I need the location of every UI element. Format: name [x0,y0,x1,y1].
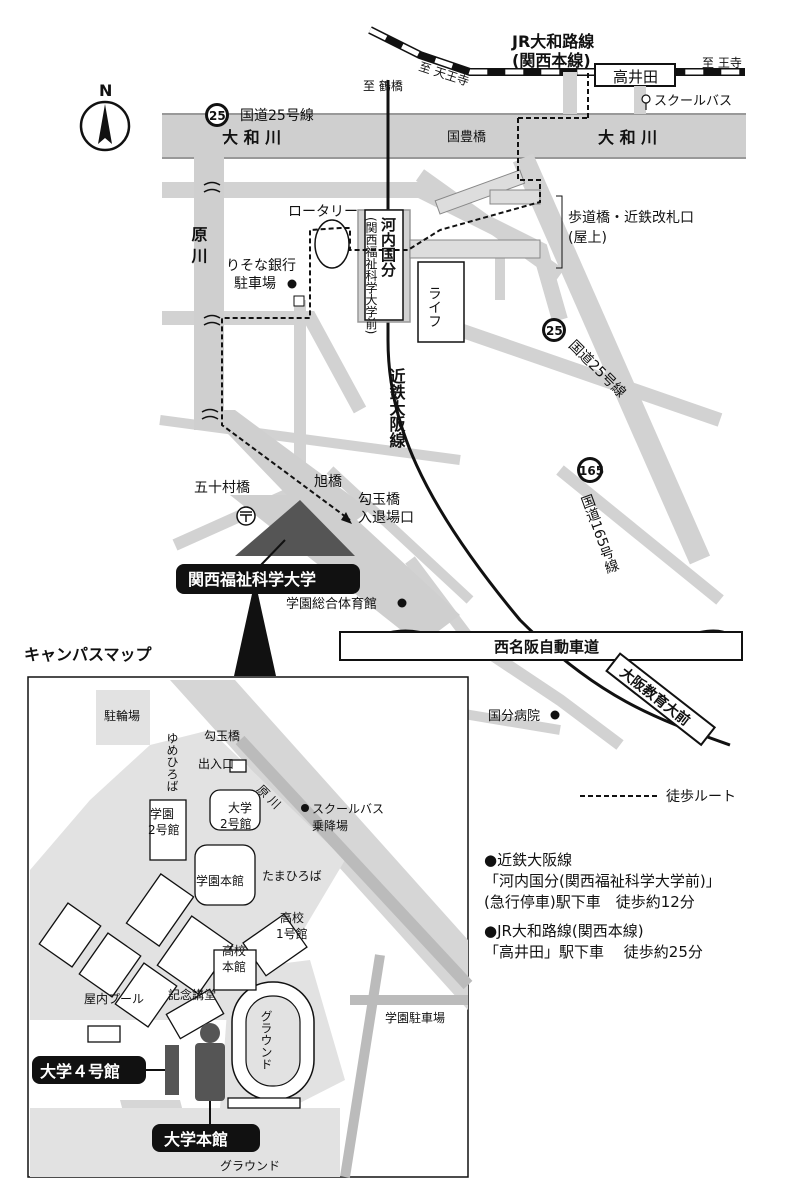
jr-line-sub-label: (関西本線) [512,51,591,70]
campus-tama-hiroba: たまひろば [262,869,322,883]
footbridge [409,169,563,269]
route165-badge: 165 [577,457,604,483]
campus-pointer-icon [234,594,276,676]
university-label: 関西福祉科学大学 [188,570,316,589]
resona-parking-box [293,295,305,307]
osaka-kyoiku-label: 大阪教育大前 [617,664,694,729]
walk-route-line [221,118,541,521]
daigaku-honkan-label: 大学本館 [164,1130,228,1149]
magatama-bridge-label: 勾玉橋 [358,492,400,508]
campus-gakuen2: 学園 [150,806,174,821]
store-life [417,261,465,343]
campus-bike-parking: 駐輪場 [104,708,140,723]
route25-badge: 25 [205,103,229,127]
daigaku4-label: 大学４号館 [40,1062,120,1081]
kintetsu-railway [386,80,731,747]
footbridge-label: 歩道橋・近鉄改札口 [568,210,694,226]
gym-label: 学園総合体育館 [286,596,377,612]
bridge-label-kokuho: 国豊橋 [447,130,486,145]
rotary [314,219,350,269]
direction-tsuruhashi: 至 鶴橋 [363,78,403,93]
route25-label: 国道25号線 [240,108,314,124]
campus-daigaku2-sub: 2号館 [220,816,252,831]
rotary-label: ロータリー [288,204,358,220]
campus-koko1-sub: 1号館 [276,926,308,941]
access-line-5: 「高井田」駅下車 徒歩約25分 [484,943,703,961]
route25-badge-b-number: 25 [546,324,563,338]
compass-label: N [99,81,112,100]
jr-line-label: JR大和路線 [511,32,594,51]
resona-label: りそな銀行 [226,258,296,274]
campus-gakuen2-sub: 2号館 [148,822,180,837]
jr-railway [368,26,745,114]
magatama-entrance-label: 入退場口 [358,510,414,526]
kintetsu-label: 近鉄大阪線 [387,367,406,449]
hospital-marker-icon [550,710,560,720]
route165-badge-number: 165 [579,464,604,478]
gym-marker-icon [397,598,407,608]
expressway [339,629,743,661]
station-kawachikokubu [357,209,411,323]
river-label-harakawa: 原 川 [189,226,209,265]
route25-badge-number: 25 [209,109,226,123]
campus-school-bus: スクールバス [312,802,384,816]
campus-school-bus-sub: 乗降場 [312,819,348,833]
asahi-bridge-label: 旭橋 [314,474,342,490]
campus-gakuen-parking: 学園駐車場 [385,1010,445,1025]
compass-rose: N [79,81,131,152]
access-line-4: ●JR大和路線(関西本線) [484,922,644,940]
direction-oji: 至 王寺 [702,56,742,70]
campus-school-bus-marker-icon [301,804,309,812]
school-bus-label: スクールバス [654,94,732,109]
hospital-label: 国分病院 [488,709,540,724]
access-info: ●近鉄大阪線 「河内国分(関西福祉科学大学前)」 (急行停車)駅下車 徒歩約12… [484,850,794,963]
access-line-3: (急行停車)駅下車 徒歩約12分 [484,893,695,911]
isomura-bridge-label: 五十村橋 [194,480,250,496]
station-kawachikokubu-sub: (関西福祉科学大学前) [364,217,378,334]
university-site [235,500,355,556]
daigaku-honkan-label-box [152,1124,260,1152]
campus-ground-label: グラウンド [259,1010,273,1070]
access-line-1: ●近鉄大阪線 [484,851,573,869]
campus-map-title: キャンパスマップ [24,645,153,664]
walk-route-legend-label: 徒歩ルート [666,789,736,805]
campus-kinen-kodo: 記念講堂 [168,987,216,1002]
campus-koko-honkan-sub: 本館 [222,959,246,974]
expressway-label: 西名阪自動車道 [494,638,599,656]
yamato-river [162,113,746,159]
building-daigaku-honkan [195,1043,225,1101]
walk-route-arrow-icon [341,512,352,524]
campus-ground-bottom: グラウンド [220,1159,280,1173]
river-label-yamato-right: 大 和 川 [598,128,657,147]
campus-yume-hiroba: ゆめひろば [165,732,179,792]
footbridge-sub-label: (屋上) [568,230,607,246]
river-label-yamato-left: 大 和 川 [222,128,281,147]
resona-sub-label: 駐車場 [234,275,276,292]
daigaku4-label-box [32,1056,146,1084]
campus-magatama: 勾玉橋 [204,729,240,743]
campus-gakuen-honkan: 学園本館 [196,873,244,888]
access-line-2: 「河内国分(関西福祉科学大学前)」 [484,872,721,890]
campus-entrance: 出入口 [198,757,234,771]
school-bus-stop-icon [641,94,651,110]
university-label-box [176,564,360,594]
building-daigaku4 [165,1045,179,1095]
route25-badge-b: 25 [542,318,566,342]
resona-marker-icon [287,279,297,289]
campus-daigaku2: 大学 [228,800,252,815]
station-takaida: 高井田 [613,68,658,86]
campus-koko-honkan: 高校 [222,943,246,958]
station-kawachikokubu-label: 河内国分 [379,216,397,278]
store-life-label: ライフ [426,286,442,328]
campus-koko1: 高校 [280,910,304,925]
campus-pool: 屋内プール [84,992,144,1006]
post-office-icon [236,506,256,526]
